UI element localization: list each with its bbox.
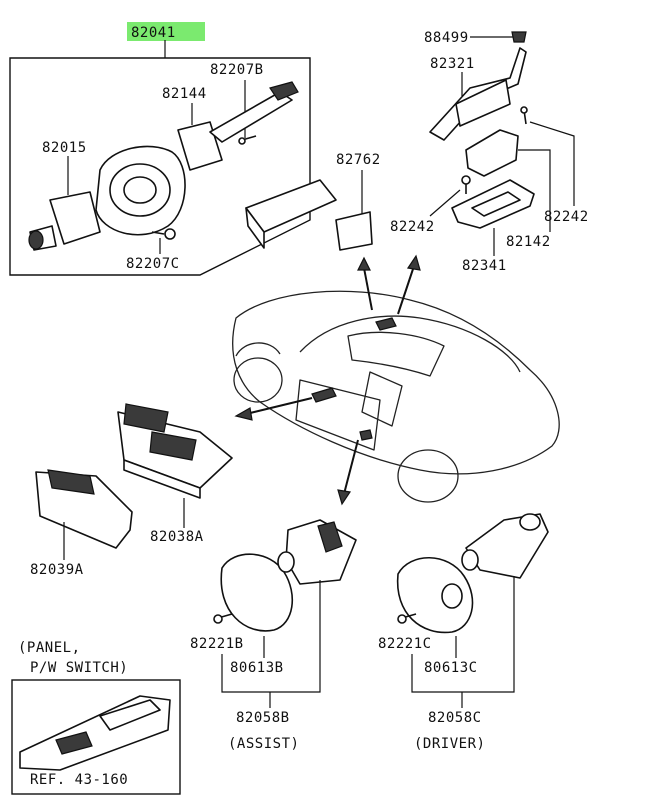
leader-82242-left: [429, 189, 461, 217]
leader-82058c: [411, 576, 515, 693]
screw-82221c: [397, 613, 417, 624]
lock-cylinder-82058c: [461, 513, 549, 579]
leader-82242-right: [529, 121, 575, 206]
bracket-82142: [465, 129, 519, 177]
window-switch-82038a: [117, 403, 233, 499]
group-box-82041: [9, 57, 311, 276]
label-82038a[interactable]: 82038A: [150, 529, 204, 545]
lock-bezel-80613b: [220, 553, 293, 632]
label-80613c[interactable]: 80613C: [424, 660, 478, 676]
leader-82058b: [221, 580, 321, 693]
lock-cylinder-82058b: [277, 519, 357, 585]
label-82041[interactable]: 82041: [131, 25, 176, 41]
arrow-to-82058b: [337, 439, 359, 506]
screw-82242-left: [461, 175, 471, 194]
label-pw-switch: P/W SWITCH): [30, 660, 128, 676]
bracket-82321: [429, 47, 527, 141]
clip-88499: [511, 31, 527, 43]
label-82015[interactable]: 82015: [42, 140, 87, 156]
vehicle-outline: [232, 290, 560, 503]
label-82221c[interactable]: 82221C: [378, 636, 432, 652]
label-82039a[interactable]: 82039A: [30, 562, 84, 578]
window-switch-82039a: [35, 469, 133, 549]
label-82207b[interactable]: 82207B: [210, 62, 264, 78]
door-panel-switch: [19, 695, 171, 771]
arrow-to-82038a: [234, 397, 313, 421]
label-82144[interactable]: 82144: [162, 86, 207, 102]
label-82242-right[interactable]: 82242: [544, 209, 589, 225]
lock-bezel-80613c: [396, 556, 474, 634]
screw-82221b: [213, 613, 233, 624]
label-82207c[interactable]: 82207C: [126, 256, 180, 272]
label-88499[interactable]: 88499: [424, 30, 469, 46]
label-82341[interactable]: 82341: [462, 258, 507, 274]
label-82762[interactable]: 82762: [336, 152, 381, 168]
screw-82207b: [238, 135, 257, 145]
highlight-82041: [127, 22, 205, 41]
arrow-to-82341: [397, 254, 421, 315]
screw-82207c: [151, 228, 176, 240]
label-82058b[interactable]: 82058B: [236, 710, 290, 726]
arrow-to-82762: [357, 256, 373, 311]
label-82321[interactable]: 82321: [430, 56, 475, 72]
switch-82762: [245, 179, 373, 251]
label-driver[interactable]: (DRIVER): [414, 736, 485, 752]
panel-ref-box: [11, 679, 181, 795]
screw-82242-right: [520, 106, 528, 125]
label-ref[interactable]: REF. 43-160: [30, 772, 128, 788]
label-panel: (PANEL,: [18, 640, 81, 656]
lamp-cover-82341: [451, 179, 535, 229]
leader-82142: [518, 149, 551, 232]
combination-switch-82144: [177, 81, 299, 171]
label-82221b[interactable]: 82221B: [190, 636, 244, 652]
label-assist[interactable]: (ASSIST): [228, 736, 299, 752]
column-switch-body-82015: [28, 145, 186, 251]
label-82058c[interactable]: 82058C: [428, 710, 482, 726]
label-82142[interactable]: 82142: [506, 234, 551, 250]
label-80613b[interactable]: 80613B: [230, 660, 284, 676]
label-82242-left[interactable]: 82242: [390, 219, 435, 235]
